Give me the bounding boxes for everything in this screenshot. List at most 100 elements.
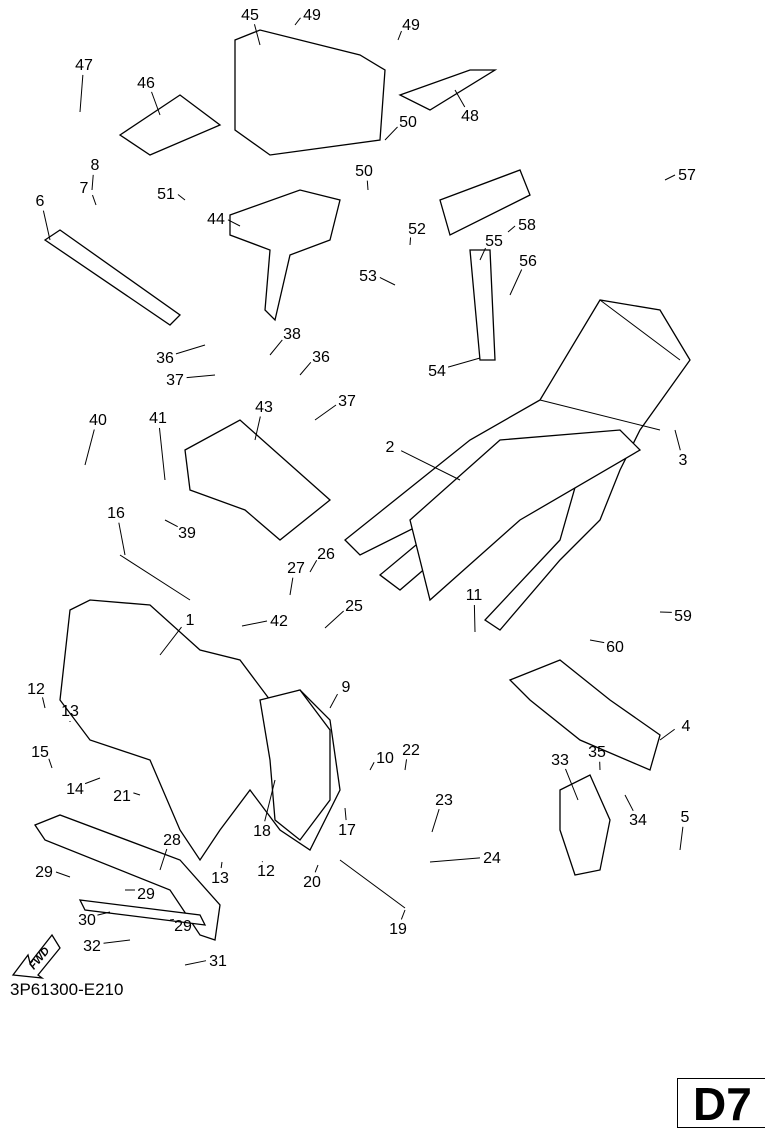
leader-line: [164, 519, 178, 528]
leader-line: [369, 761, 375, 771]
leader-line: [42, 210, 51, 241]
callout-42: 42: [270, 613, 288, 630]
callout-24: 24: [483, 850, 501, 867]
callout-46: 46: [137, 75, 155, 92]
callout-32: 32: [83, 938, 101, 955]
callout-15: 15: [31, 744, 49, 761]
callout-43: 43: [255, 399, 273, 416]
leader-line: [84, 429, 95, 466]
leader-line: [186, 374, 216, 379]
leader-line: [400, 450, 461, 481]
callout-13: 13: [61, 703, 79, 720]
callout-23: 23: [435, 792, 453, 809]
fwd-arrow: FWD: [11, 933, 61, 979]
leader-line: [42, 697, 46, 709]
callout-50: 50: [355, 163, 373, 180]
callout-4: 4: [682, 718, 691, 735]
leader-line: [624, 794, 634, 812]
callout-33: 33: [551, 752, 569, 769]
leader-line: [404, 759, 408, 771]
callout-39: 39: [178, 525, 196, 542]
leader-line: [84, 777, 101, 785]
callout-31: 31: [209, 953, 227, 970]
leader-line: [659, 728, 675, 741]
callout-17: 17: [338, 822, 356, 839]
cover-33: [559, 774, 611, 876]
leader-line: [384, 126, 398, 141]
callout-13: 13: [211, 870, 229, 887]
leader-line: [509, 269, 523, 296]
callout-25: 25: [345, 598, 363, 615]
callout-21: 21: [113, 788, 131, 805]
leader-line: [261, 861, 264, 863]
callout-41: 41: [149, 410, 167, 427]
callout-30: 30: [78, 912, 96, 929]
leader-line: [329, 693, 338, 709]
battery-bracket: [229, 169, 531, 361]
leader-line: [177, 194, 186, 201]
leader-line: [473, 604, 476, 633]
callout-51: 51: [157, 186, 175, 203]
rear-frame: [344, 299, 691, 631]
leader-line: [674, 429, 681, 451]
callout-29: 29: [35, 864, 53, 881]
leader-line: [91, 174, 94, 191]
leader-line: [309, 560, 318, 573]
callout-36: 36: [156, 350, 174, 367]
leader-line: [314, 864, 319, 873]
callout-18: 18: [253, 823, 271, 840]
leader-line: [454, 89, 466, 108]
callout-40: 40: [89, 412, 107, 429]
callout-58: 58: [518, 217, 536, 234]
callout-5: 5: [681, 809, 690, 826]
callout-35: 35: [588, 744, 606, 761]
callout-54: 54: [428, 363, 446, 380]
leader-line: [447, 357, 481, 368]
callout-49: 49: [303, 7, 321, 24]
leader-line: [264, 779, 276, 822]
diagram-code: 3P61300-E210: [10, 980, 124, 999]
callout-52: 52: [408, 221, 426, 238]
callout-22: 22: [402, 742, 420, 759]
callout-29: 29: [137, 886, 155, 903]
cover-43: [184, 419, 332, 541]
callout-9: 9: [342, 679, 351, 696]
callout-45: 45: [241, 7, 259, 24]
callout-16: 16: [107, 505, 125, 522]
bolt-16: [119, 554, 191, 601]
callout-11: 11: [466, 587, 483, 604]
leader-line: [118, 522, 126, 556]
leader-line: [679, 826, 684, 851]
callout-37: 37: [166, 372, 184, 389]
leader-line: [103, 939, 131, 944]
callout-6: 6: [36, 193, 45, 210]
leader-line: [431, 808, 440, 833]
callout-7: 7: [80, 180, 89, 197]
leader-line: [220, 861, 223, 869]
bracket-4: [508, 659, 661, 771]
leader-line: [344, 807, 347, 821]
bolt-19: [339, 859, 406, 909]
main-frame: [59, 599, 341, 862]
callout-59: 59: [674, 608, 692, 625]
battery-box: [118, 29, 498, 156]
leader-line: [151, 91, 161, 116]
leader-line: [589, 639, 605, 644]
callout-1: 1: [186, 612, 195, 629]
leader-line: [269, 339, 283, 356]
leader-line: [241, 620, 268, 627]
leader-line: [289, 577, 294, 596]
callout-8: 8: [91, 157, 100, 174]
leader-line: [159, 848, 168, 871]
callout-50: 50: [399, 114, 417, 131]
callout-56: 56: [519, 253, 537, 270]
callout-27: 27: [287, 560, 305, 577]
callout-37: 37: [338, 393, 356, 410]
leader-line: [565, 768, 579, 801]
callout-12: 12: [257, 863, 275, 880]
leader-line: [253, 24, 261, 46]
page-id: D7: [693, 1078, 752, 1130]
callout-44: 44: [207, 211, 225, 228]
